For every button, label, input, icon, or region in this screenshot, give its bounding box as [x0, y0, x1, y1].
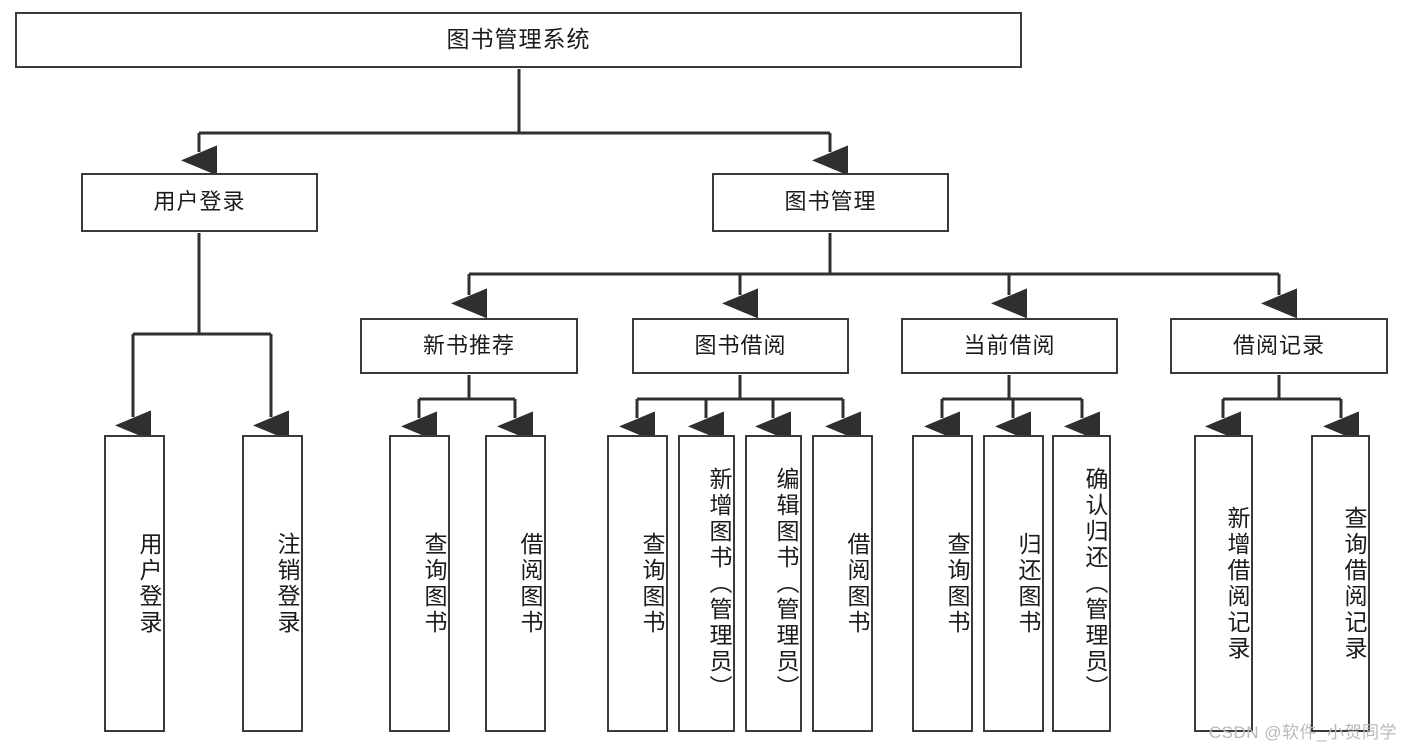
node-label: 编辑图书（管理员）: [773, 466, 799, 701]
node-label: 用户登录: [153, 189, 246, 215]
node-leaf-add-book-admin[interactable]: 新增图书（管理员）: [678, 435, 735, 732]
node-label: 确认归还（管理员）: [1082, 466, 1108, 701]
node-label: 图书借阅: [694, 332, 787, 358]
node-new-book-recommendation[interactable]: 新书推荐: [360, 318, 578, 374]
node-leaf-user-login[interactable]: 用户登录: [104, 435, 165, 732]
node-user-login[interactable]: 用户登录: [81, 173, 318, 232]
node-leaf-confirm-return-admin[interactable]: 确认归还（管理员）: [1052, 435, 1111, 732]
watermark-csdn: CSDN @软件_小贺同学: [1208, 723, 1397, 742]
node-label: 借阅记录: [1232, 332, 1325, 358]
node-label: 注销登录: [274, 531, 300, 636]
node-label: 当前借阅: [963, 332, 1056, 358]
node-label: 借阅图书: [517, 531, 543, 636]
node-label: 新书推荐: [422, 332, 515, 358]
node-leaf-return-books[interactable]: 归还图书: [983, 435, 1044, 732]
node-label: 查询图书: [421, 531, 447, 636]
node-book-management[interactable]: 图书管理: [712, 173, 949, 232]
node-label: 借阅图书: [844, 531, 870, 636]
node-leaf-add-borrowing-record[interactable]: 新增借阅记录: [1194, 435, 1253, 732]
node-leaf-query-books-recommend[interactable]: 查询图书: [389, 435, 450, 732]
node-label: 查询借阅记录: [1341, 505, 1367, 662]
node-root-book-management-system[interactable]: 图书管理系统: [15, 12, 1022, 68]
node-leaf-query-books-borrowing[interactable]: 查询图书: [607, 435, 668, 732]
node-leaf-borrow-books-borrowing[interactable]: 借阅图书: [812, 435, 873, 732]
node-borrowing-records[interactable]: 借阅记录: [1170, 318, 1388, 374]
node-label: 查询图书: [639, 531, 665, 636]
node-current-borrowing[interactable]: 当前借阅: [901, 318, 1118, 374]
node-leaf-query-books-current[interactable]: 查询图书: [912, 435, 973, 732]
node-label: 归还图书: [1015, 531, 1041, 636]
node-label: 图书管理: [784, 189, 877, 215]
node-leaf-borrow-books-recommend[interactable]: 借阅图书: [485, 435, 546, 732]
node-leaf-edit-book-admin[interactable]: 编辑图书（管理员）: [745, 435, 802, 732]
node-label: 新增图书（管理员）: [706, 466, 732, 701]
node-label: 新增借阅记录: [1224, 505, 1250, 662]
node-label: 用户登录: [136, 531, 162, 636]
node-label: 图书管理系统: [446, 26, 591, 53]
node-book-borrowing[interactable]: 图书借阅: [632, 318, 849, 374]
node-label: 查询图书: [944, 531, 970, 636]
node-leaf-query-borrowing-record[interactable]: 查询借阅记录: [1311, 435, 1370, 732]
node-leaf-logout[interactable]: 注销登录: [242, 435, 303, 732]
